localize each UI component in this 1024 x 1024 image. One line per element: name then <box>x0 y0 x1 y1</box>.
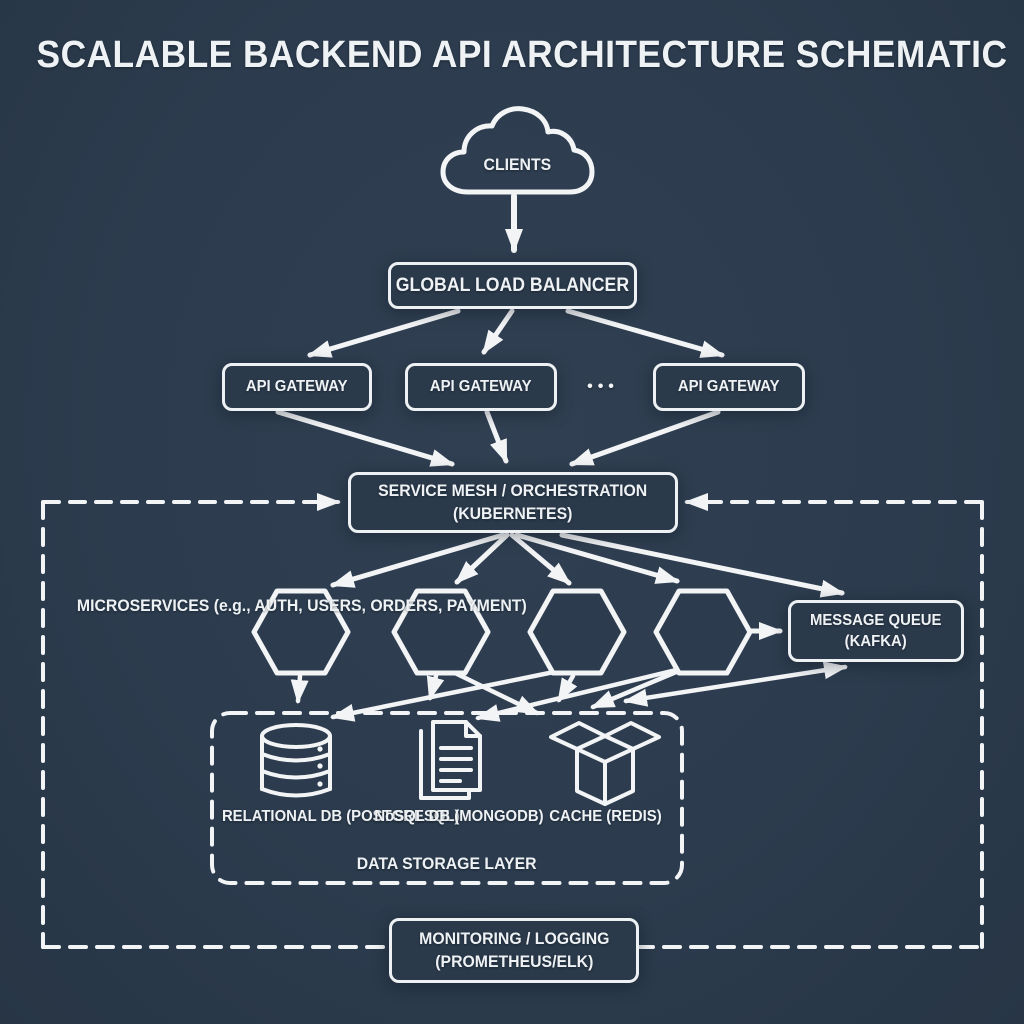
hexagon-microservice-1 <box>251 588 351 676</box>
page-title: SCALABLE BACKEND API ARCHITECTURE SCHEMA… <box>36 34 1008 76</box>
cloud-icon <box>440 106 595 195</box>
hexagon-microservice-2 <box>391 588 491 676</box>
hexagon-microservice-4 <box>653 588 753 676</box>
arrow-hex1-to-relational-db <box>290 673 309 704</box>
open-box-icon <box>549 721 661 806</box>
outer-boundary-dashed-box <box>41 500 984 949</box>
arrow-mesh-to-hexagon-2 <box>454 532 510 585</box>
clients-cloud-label: CLIENTS <box>483 155 551 174</box>
api-gateway-node-1: API GATEWAY <box>222 363 372 411</box>
arrow-lb-to-gateway-1 <box>307 308 461 358</box>
flow-arrows <box>275 193 845 640</box>
load-balancer-node: GLOBAL LOAD BALANCER <box>388 262 637 309</box>
database-cylinder-icon <box>260 723 332 798</box>
arrow-mesh-to-message-queue <box>559 532 845 598</box>
microservices-label: MICROSERVICES (e.g., AUTH, USERS, ORDERS… <box>76 596 527 615</box>
nosql-db-label: NoSQL DB (MONGODB) <box>374 808 544 825</box>
arrow-gateway-2-to-mesh <box>484 409 509 464</box>
documents-icon <box>419 720 482 800</box>
arrow-hex2-to-nosql-db <box>426 673 445 701</box>
gateway-ellipsis: ••• <box>587 378 619 395</box>
hexagon-microservice-3 <box>527 588 627 676</box>
cache-label: CACHE (REDIS) <box>549 808 662 825</box>
storage-layer-label: DATA STORAGE LAYER <box>357 854 537 873</box>
arrow-hex3-to-relational-db <box>330 669 557 722</box>
arrow-message-queue-to-cache <box>623 661 848 707</box>
service-mesh-node: SERVICE MESH / ORCHESTRATION (KUBERNETES… <box>348 472 678 533</box>
monitoring-node: MONITORING / LOGGING (PROMETHEUS/ELK) <box>389 918 639 983</box>
relational-db-label: RELATIONAL DB (POSTGRESQL) <box>221 808 460 825</box>
arrow-hex4-to-nosql-db <box>475 667 679 722</box>
arrow-mesh-to-hexagon-1 <box>330 532 506 588</box>
arrow-mesh-to-hexagon-3 <box>509 532 572 586</box>
arrow-gateway-3-to-mesh <box>569 409 721 467</box>
storage-dashed-box <box>210 711 684 885</box>
api-gateway-node-2: API GATEWAY <box>405 363 557 411</box>
arrow-lb-to-gateway-3 <box>565 308 725 358</box>
microservice-hexagons <box>251 588 753 676</box>
arrow-gateway-1-to-mesh <box>275 409 455 467</box>
arrow-mesh-to-hexagon-4 <box>514 532 680 584</box>
arrow-lb-to-gateway-2 <box>481 308 515 355</box>
storage-arrows <box>290 661 848 722</box>
message-queue-node: MESSAGE QUEUE (KAFKA) <box>788 600 964 662</box>
api-gateway-node-3: API GATEWAY <box>653 363 805 411</box>
